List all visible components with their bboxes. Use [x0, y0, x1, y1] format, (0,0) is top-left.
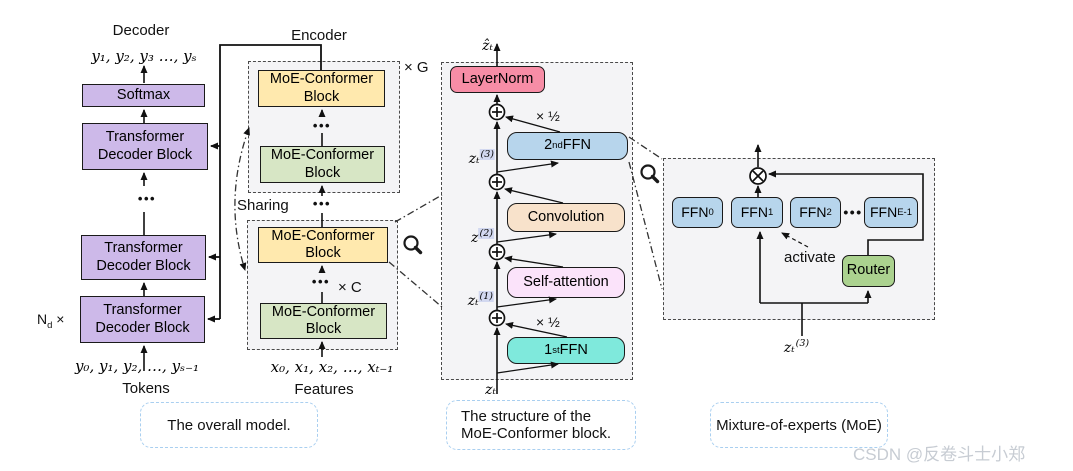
z1-base: zₜ: [467, 293, 479, 309]
conformer-output-label: ẑₜ: [482, 38, 493, 54]
expert1-sub: 1: [767, 206, 774, 218]
moe-input-label: zₜ(3): [784, 338, 810, 356]
decoder-ellipsis: •••: [137, 191, 157, 206]
caption-structure-line1: The structure of the: [461, 408, 592, 425]
magnifier-icon-right: [640, 164, 660, 184]
nd-base: N: [37, 311, 48, 327]
caption-conformer-structure: The structure of the MoE-Conformer block…: [446, 400, 636, 450]
ffn2-rest: FFN: [562, 137, 591, 154]
caption-moe: Mixture-of-experts (MoE): [710, 402, 888, 448]
moe-detail-panel: [663, 158, 935, 320]
plus-node-icon: [488, 243, 506, 261]
ffn1-rest: FFN: [559, 341, 588, 358]
nd-times: ×: [52, 311, 65, 327]
conformer-input-label: zₜ: [485, 382, 496, 398]
encoder-ellipsis-1: •••: [312, 118, 332, 133]
zoom-lines-right: [628, 136, 663, 290]
encoder-ellipsis-2: •••: [311, 274, 331, 289]
expert2-base: FFN: [799, 204, 827, 221]
ffn2-sup: nd: [552, 140, 563, 152]
self-attention-block: Self-attention: [507, 267, 625, 298]
magnifier-icon-left: [403, 235, 423, 255]
decoder-title: Decoder: [112, 22, 170, 39]
expert1-base: FFN: [740, 204, 768, 221]
z2-label: z(2): [471, 228, 494, 246]
caption-overall-model: The overall model.: [140, 402, 318, 448]
moe-input-sup: (3): [795, 338, 810, 349]
moe-wires: [754, 144, 924, 336]
moe-conformer-block-4: MoE-Conformer Block: [260, 303, 387, 339]
z2-base: z: [471, 230, 479, 246]
encoder-group-count: × G: [404, 59, 429, 76]
expert0-base: FFN: [681, 204, 709, 221]
activate-arrow: [781, 232, 809, 248]
conformer-branches: [496, 115, 568, 374]
watermark: CSDN @反卷斗士小郑: [853, 445, 1026, 464]
nd-sub: d: [47, 319, 53, 331]
z3-base: zₜ: [468, 151, 480, 167]
features-label: Features: [294, 381, 354, 398]
plus-node-icon: [488, 103, 506, 121]
layernorm-block: LayerNorm: [450, 66, 545, 93]
encoder-title: Encoder: [291, 27, 347, 44]
decoder-repeat-count: Nd ×: [37, 311, 65, 331]
residual-add-nodes: [488, 103, 506, 327]
half-scale-label-top: × ½: [536, 108, 560, 124]
encoder-to-decoder-feed: [207, 44, 322, 323]
half-scale-label-bottom: × ½: [536, 314, 560, 330]
z1-sup: (1): [478, 291, 494, 302]
sharing-label: Sharing: [237, 197, 289, 214]
multiply-node-icon: [749, 167, 767, 185]
sharing-arrow: [234, 127, 250, 271]
moe-conformer-block-2: MoE-Conformer Block: [260, 146, 385, 183]
tokens-label: Tokens: [122, 380, 170, 397]
moe-conformer-block-3: MoE-Conformer Block: [258, 227, 388, 263]
decoder-input-sequence: y₀, y₁, y₂, …, yₛ₋₁: [74, 357, 200, 375]
encoder-inner-count: × C: [338, 279, 362, 296]
transformer-decoder-block-2: Transformer Decoder Block: [81, 235, 206, 280]
expert3-base: FFN: [869, 204, 898, 221]
plus-node-icon: [488, 173, 506, 191]
ffn2-base: 2: [544, 137, 553, 154]
z2-sup: (2): [478, 228, 494, 239]
activate-label: activate: [784, 249, 836, 266]
convolution-block: Convolution: [507, 203, 625, 232]
moe-conformer-block-1: MoE-Conformer Block: [258, 70, 385, 107]
transformer-decoder-block-1: Transformer Decoder Block: [82, 123, 208, 170]
expert3-sub: E-1: [897, 206, 912, 218]
expert2-sub: 2: [826, 206, 832, 218]
zoom-lines-left: [388, 194, 443, 308]
softmax-block: Softmax: [82, 84, 205, 107]
ffn1-sup: st: [552, 344, 560, 356]
plus-node-icon: [488, 309, 506, 327]
z1-label: zₜ(1): [468, 291, 494, 309]
z3-label: zₜ(3): [469, 149, 495, 167]
router-block: Router: [842, 255, 895, 287]
decoder-output-sequence: y₁, y₂, y₃ …, yₛ: [91, 47, 197, 65]
ffn1-base: 1: [544, 341, 553, 358]
z3-sup: (3): [479, 149, 495, 160]
encoder-input-sequence: x₀, x₁, x₂, …, xₜ₋₁: [270, 358, 394, 376]
moe-input-base: zₜ: [783, 340, 795, 356]
caption-structure-line2: MoE-Conformer block.: [461, 425, 612, 442]
experts-ellipsis: •••: [843, 204, 863, 220]
encoder-ellipsis-mid: •••: [312, 196, 332, 211]
transformer-decoder-block-3: Transformer Decoder Block: [80, 296, 205, 343]
expert0-sub: 0: [708, 206, 714, 218]
